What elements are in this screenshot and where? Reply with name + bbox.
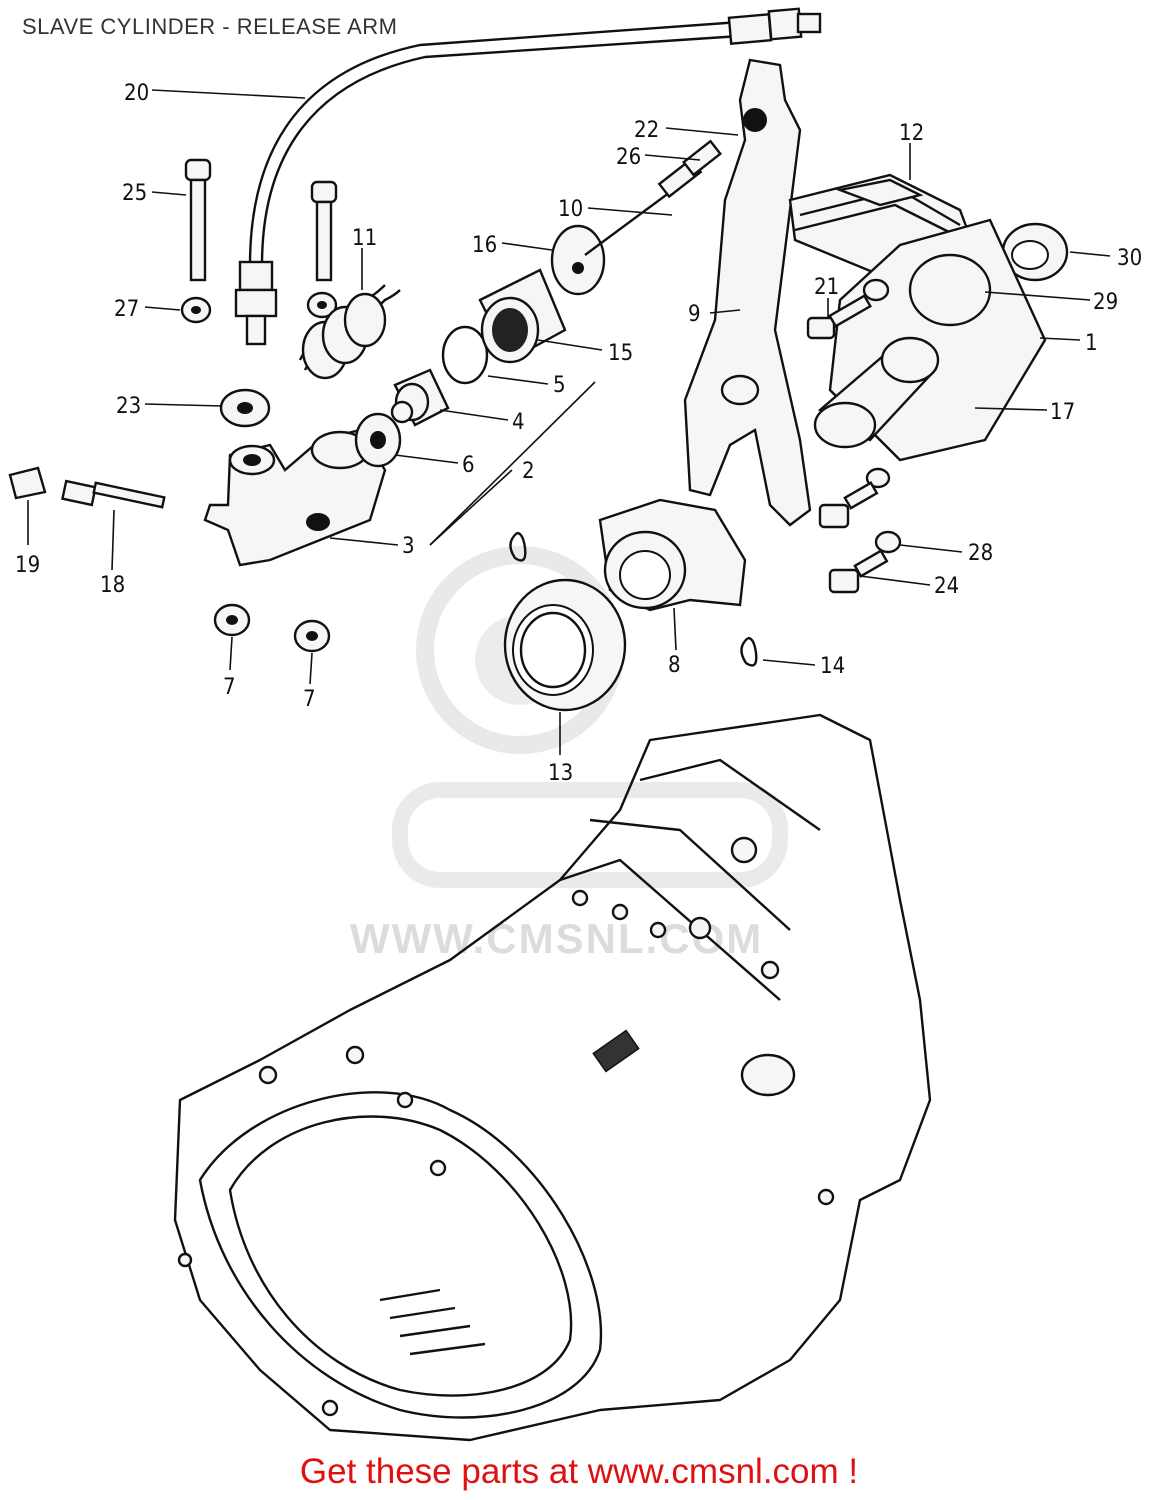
part-9-release-arm[interactable] [683,58,812,527]
part-7-cap-b[interactable] [293,619,331,653]
callout-8: 8 [668,653,681,678]
part-8-release-bearing[interactable] [598,498,747,612]
part-11-spring[interactable] [298,284,401,380]
part-21-bolt[interactable] [806,294,872,340]
callout-1: 1 [1085,331,1098,356]
callout-24: 24 [934,574,959,599]
callout-13: 13 [548,761,573,786]
callout-15: 15 [608,341,633,366]
callout-7a: 7 [223,675,236,700]
callout-21: 21 [814,275,839,300]
diagram-title: SLAVE CYLINDER - RELEASE ARM [22,14,398,39]
part-7-cap-a[interactable] [213,603,251,637]
callout-29: 29 [1093,290,1118,315]
callout-30: 30 [1117,246,1142,271]
callout-3: 3 [402,534,415,559]
part-4-piston[interactable] [390,368,450,427]
part-23-washer[interactable] [219,388,271,428]
callout-10: 10 [558,197,583,222]
callout-18: 18 [100,573,125,598]
callout-6: 6 [462,453,475,478]
callout-16: 16 [472,233,497,258]
callout-2: 2 [522,459,535,484]
part-5-circlip[interactable] [441,325,489,385]
leader-lines [27,89,1111,755]
part-16-cup[interactable] [550,224,606,296]
callout-11: 11 [352,226,377,251]
case-ribs [379,1288,486,1356]
callout-25: 25 [122,181,147,206]
part-13-bearing[interactable] [503,578,627,712]
callout-14: 14 [820,654,845,679]
callout-9: 9 [688,302,701,327]
callout-27: 27 [114,297,139,322]
footer-link[interactable]: Get these parts at www.cmsnl.com ! [299,1452,859,1491]
part-27-washer[interactable] [180,291,338,324]
transmission-case [173,713,932,1442]
callout-23: 23 [116,394,141,419]
part-20-hose[interactable] [234,7,822,346]
callout-22: 22 [634,118,659,143]
callout-5: 5 [553,373,566,398]
part-25-bolt-b[interactable] [310,180,338,282]
callout-7b: 7 [303,687,316,712]
callout-28: 28 [968,541,993,566]
part-28-washer[interactable] [865,467,902,554]
callout-4: 4 [512,410,525,435]
part-18-bleeder-screw[interactable] [61,479,166,509]
part-17-sleeve[interactable] [813,336,940,449]
callout-19: 19 [15,553,40,578]
part-6-seal[interactable] [354,412,402,468]
part-3-slave-cylinder[interactable] [203,428,387,567]
part-19-cap[interactable] [8,466,47,500]
callout-26: 26 [616,145,641,170]
part-15-boot[interactable] [478,268,567,364]
callout-17: 17 [1050,400,1075,425]
part-24-bolt[interactable] [818,481,889,594]
part-29-washer[interactable] [862,278,890,302]
part-10-pushrod[interactable] [584,139,723,256]
part-25-bolt[interactable] [184,158,212,282]
callout-12: 12 [899,121,924,146]
part-14-clip[interactable] [509,531,758,667]
callout-labels: 20 22 26 12 25 11 10 16 30 21 29 27 15 9… [15,81,1142,786]
callout-20: 20 [124,81,149,106]
